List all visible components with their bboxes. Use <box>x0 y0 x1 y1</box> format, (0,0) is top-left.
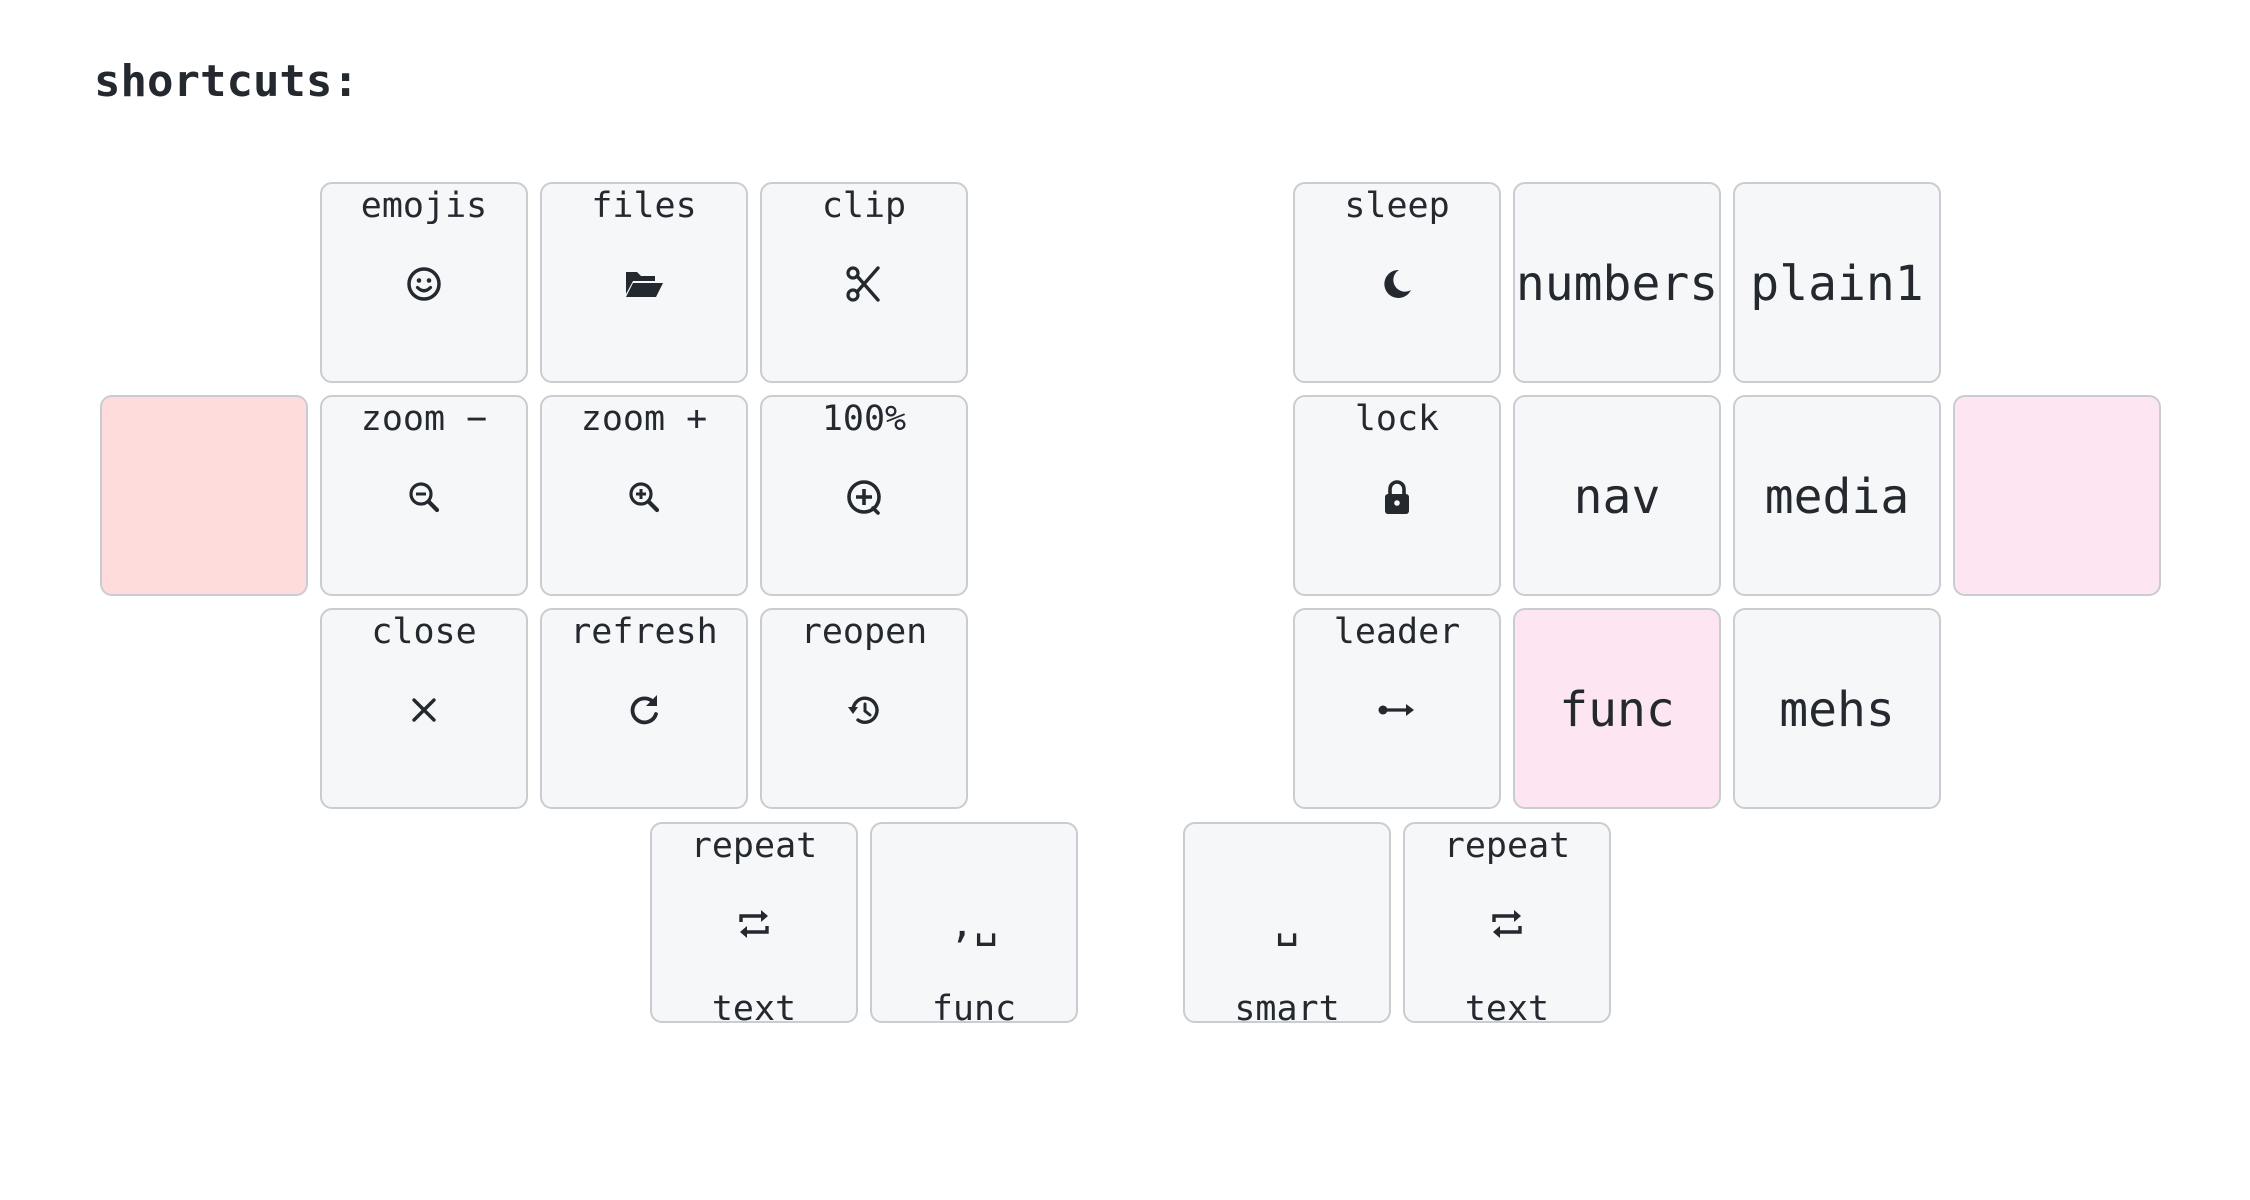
key-label: refresh <box>570 612 718 652</box>
key-repeat-right[interactable]: repeat text <box>1403 822 1611 1029</box>
key-emojis[interactable]: emojis <box>320 182 528 383</box>
key-label: close <box>371 612 477 652</box>
key-zoom-reset[interactable]: 100% <box>760 395 968 596</box>
key-label: lock <box>1354 399 1440 439</box>
key-label: reopen <box>800 612 928 652</box>
key-label: repeat <box>690 826 818 866</box>
smile-icon <box>402 262 446 306</box>
key-label: repeat <box>1443 826 1571 866</box>
key-numbers[interactable]: numbers <box>1513 182 1721 383</box>
refresh-icon <box>622 688 666 732</box>
layer-label: func <box>1559 682 1675 738</box>
key-nav[interactable]: nav <box>1513 395 1721 596</box>
layer-label: media <box>1764 469 1910 525</box>
layer-label: mehs <box>1779 682 1895 738</box>
key-close[interactable]: close <box>320 608 528 809</box>
key-plain1[interactable]: plain1 <box>1733 182 1941 383</box>
history-icon <box>842 688 886 732</box>
circle-plus-icon <box>842 475 886 519</box>
key-sublabel: func <box>931 989 1017 1029</box>
key-repeat-left[interactable]: repeat text <box>650 822 858 1029</box>
key-zoom-in[interactable]: zoom + <box>540 395 748 596</box>
comma-space-glyph: ,␣ <box>949 901 999 947</box>
key-sublabel: text <box>711 989 797 1029</box>
key-func[interactable]: func <box>1513 608 1721 809</box>
key-label: emojis <box>360 186 488 226</box>
key-held-layer-right[interactable] <box>1953 395 2161 596</box>
key-files[interactable]: files <box>540 182 748 383</box>
leader-arrow-icon <box>1375 688 1419 732</box>
layer-label: numbers <box>1515 256 1719 312</box>
key-label: zoom − <box>360 399 488 439</box>
key-sublabel: text <box>1464 989 1550 1029</box>
page-title: shortcuts: <box>94 56 359 107</box>
key-sublabel: smart <box>1234 989 1340 1029</box>
repeat-icon <box>732 902 776 946</box>
key-comma-space[interactable]: ,␣ func <box>870 822 1078 1029</box>
key-mehs[interactable]: mehs <box>1733 608 1941 809</box>
lock-icon <box>1375 475 1419 519</box>
key-sleep[interactable]: sleep <box>1293 182 1501 383</box>
key-held-layer-left[interactable] <box>100 395 308 596</box>
repeat-icon <box>1485 902 1529 946</box>
layer-label: plain1 <box>1750 256 1924 312</box>
key-media[interactable]: media <box>1733 395 1941 596</box>
key-refresh[interactable]: refresh <box>540 608 748 809</box>
close-icon <box>402 688 446 732</box>
key-label: leader <box>1333 612 1461 652</box>
zoom-in-icon <box>622 475 666 519</box>
key-label: sleep <box>1344 186 1450 226</box>
layer-label: nav <box>1573 469 1661 525</box>
key-label: zoom + <box>580 399 708 439</box>
key-clip[interactable]: clip <box>760 182 968 383</box>
key-space[interactable]: ␣ smart <box>1183 822 1391 1029</box>
space-glyph: ␣ <box>1274 901 1300 947</box>
key-leader[interactable]: leader <box>1293 608 1501 809</box>
folder-open-icon <box>622 262 666 306</box>
key-label: 100% <box>821 399 907 439</box>
key-zoom-out[interactable]: zoom − <box>320 395 528 596</box>
key-label: files <box>591 186 697 226</box>
key-lock[interactable]: lock <box>1293 395 1501 596</box>
key-reopen[interactable]: reopen <box>760 608 968 809</box>
scissors-icon <box>842 262 886 306</box>
key-label: clip <box>821 186 907 226</box>
zoom-out-icon <box>402 475 446 519</box>
moon-icon <box>1375 262 1419 306</box>
